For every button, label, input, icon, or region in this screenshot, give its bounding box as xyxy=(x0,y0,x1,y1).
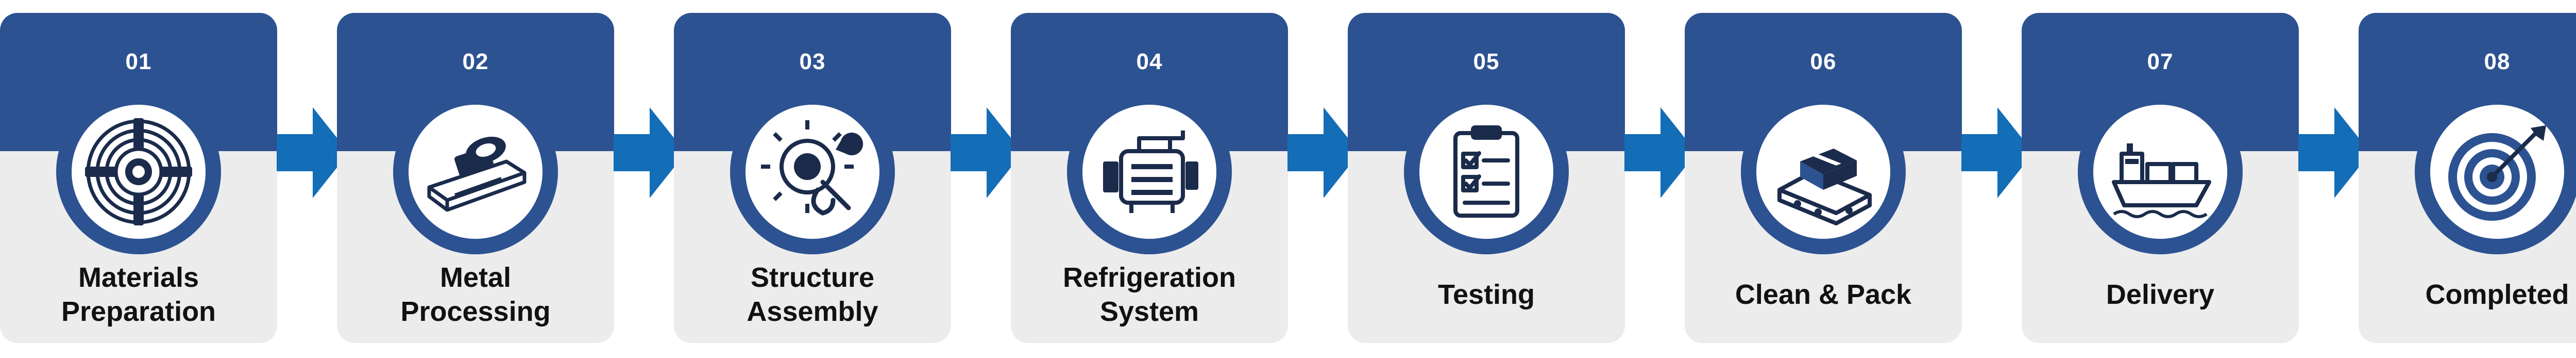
step-label: Metal Processing xyxy=(400,262,551,327)
conveyor-box-icon xyxy=(1756,105,1890,239)
step-label: Clean & Pack xyxy=(1735,279,1912,310)
step-label: Refrigeration System xyxy=(1062,262,1236,327)
arrow-right-icon xyxy=(614,107,686,198)
cargo-ship-icon xyxy=(2093,105,2227,239)
arrow-right-icon xyxy=(1624,107,1697,198)
icon-ring xyxy=(56,89,221,254)
step-number: 08 xyxy=(2484,49,2511,74)
step-number: 06 xyxy=(1810,49,1837,74)
step-number: 04 xyxy=(1136,49,1163,74)
icon-ring xyxy=(1067,89,1232,254)
step-card-4: 04 Refrigeration Syste xyxy=(1011,13,1288,343)
arrow-right-icon xyxy=(277,107,349,198)
arrow-right-icon xyxy=(2298,107,2370,198)
step-card-1: 01 Materials Preparation xyxy=(0,13,277,343)
metal-processing-icon xyxy=(409,105,543,239)
step-label: Delivery xyxy=(2106,279,2215,310)
icon-ring xyxy=(1741,89,1906,254)
icon-ring xyxy=(730,89,895,254)
step-number: 07 xyxy=(2147,49,2174,74)
step-card-8: 08 Completed xyxy=(2359,13,2576,343)
icon-ring xyxy=(1404,89,1569,254)
compressor-icon xyxy=(1082,105,1216,239)
step-label: Testing xyxy=(1438,279,1535,310)
arrow-right-icon xyxy=(1287,107,1360,198)
icon-ring xyxy=(2415,89,2576,254)
step-card-3: 03 Structure Assembly xyxy=(674,13,951,343)
step-label: Materials Preparation xyxy=(61,262,216,327)
target-icon xyxy=(2430,105,2564,239)
checklist-icon xyxy=(1419,105,1553,239)
step-label: Completed xyxy=(2425,279,2569,310)
icon-ring xyxy=(393,89,558,254)
step-number: 01 xyxy=(125,49,152,74)
step-number: 05 xyxy=(1473,49,1500,74)
step-number: 02 xyxy=(462,49,489,74)
gear-wrench-icon xyxy=(745,105,879,239)
arrow-right-icon xyxy=(1961,107,2033,198)
step-label: Structure Assembly xyxy=(747,262,878,327)
icon-ring xyxy=(2078,89,2243,254)
step-card-2: 02 Metal Processing xyxy=(337,13,614,343)
coil-icon xyxy=(72,105,206,239)
step-number: 03 xyxy=(799,49,826,74)
arrow-right-icon xyxy=(951,107,1023,198)
step-card-5: 05 Testing xyxy=(1348,13,1625,343)
step-card-6: 06 Clean & Pack xyxy=(1685,13,1962,343)
step-card-7: 07 Delivery xyxy=(2022,13,2299,343)
